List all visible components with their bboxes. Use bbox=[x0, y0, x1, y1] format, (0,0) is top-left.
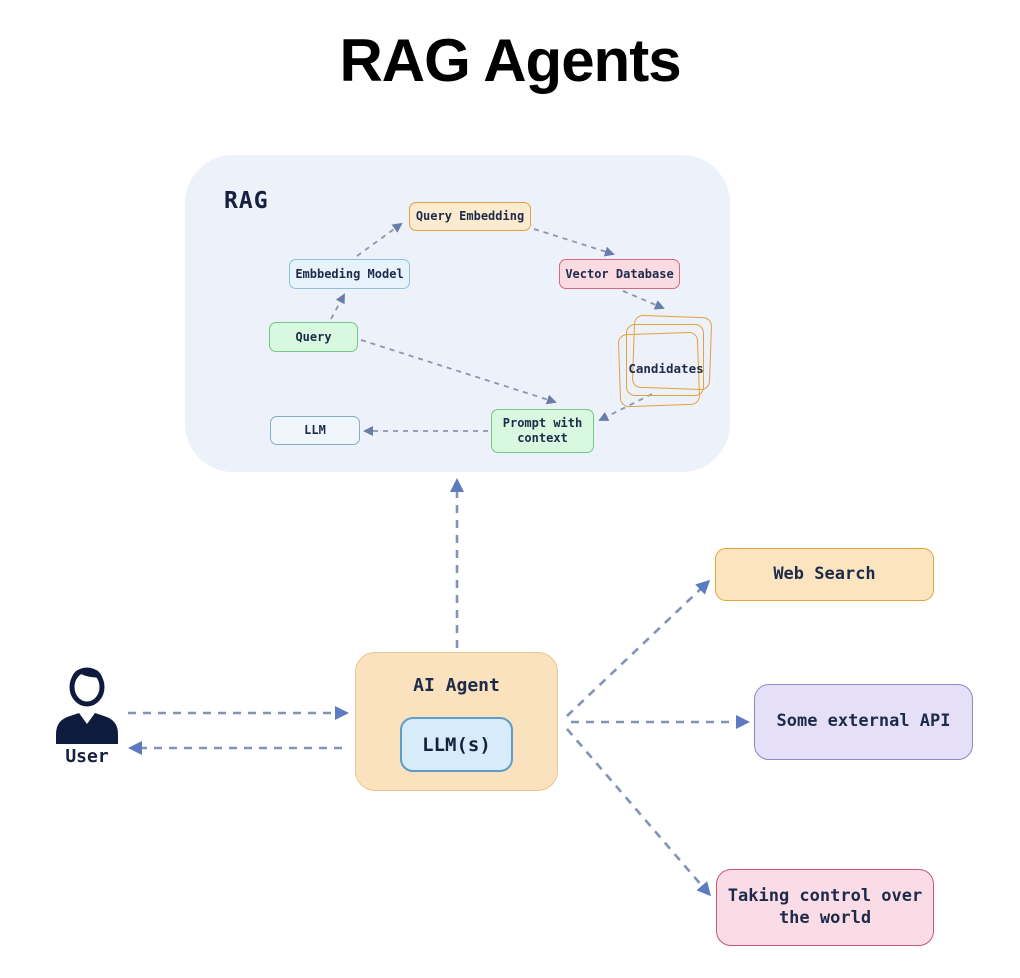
node-ai-agent: AI Agent LLM(s) bbox=[355, 652, 558, 791]
node-query-label: Query bbox=[295, 329, 332, 344]
node-vector-database-label: Vector Database bbox=[565, 266, 674, 281]
node-query-embedding: Query Embedding bbox=[409, 202, 531, 231]
node-web-search-label: Web Search bbox=[773, 563, 876, 584]
candidates-card-middle bbox=[626, 324, 704, 396]
node-external-api-label: Some external API bbox=[776, 711, 951, 732]
node-vector-database: Vector Database bbox=[559, 259, 680, 289]
node-llm: LLM bbox=[270, 416, 360, 445]
node-world-control: Taking control over the world bbox=[716, 869, 934, 946]
node-query: Query bbox=[269, 322, 358, 352]
node-prompt-with-context: Prompt with context bbox=[491, 409, 594, 453]
user-label: User bbox=[65, 746, 109, 767]
node-embbeding-model-label: Embbeding Model bbox=[295, 266, 404, 281]
node-llm-label: LLM bbox=[304, 423, 326, 437]
node-external-api: Some external API bbox=[754, 684, 973, 760]
diagram-title: RAG Agents bbox=[339, 27, 681, 94]
node-embbeding-model: Embbeding Model bbox=[289, 259, 410, 289]
arrow-agent-to-web-search bbox=[566, 579, 711, 717]
user-figure: User bbox=[50, 660, 124, 767]
node-web-search: Web Search bbox=[715, 548, 934, 601]
node-prompt-with-context-label: Prompt with context bbox=[502, 416, 583, 445]
arrow-agent-to-world-control bbox=[566, 728, 711, 897]
node-candidates-label: Candidates bbox=[628, 361, 704, 376]
node-llms: LLM(s) bbox=[400, 717, 513, 772]
user-icon bbox=[56, 667, 118, 744]
rag-container-label: RAG bbox=[224, 188, 269, 214]
node-llms-label: LLM(s) bbox=[422, 733, 491, 756]
node-query-embedding-label: Query Embedding bbox=[415, 209, 525, 223]
node-ai-agent-label: AI Agent bbox=[413, 675, 500, 696]
node-world-control-label: Taking control over the world bbox=[727, 886, 923, 928]
